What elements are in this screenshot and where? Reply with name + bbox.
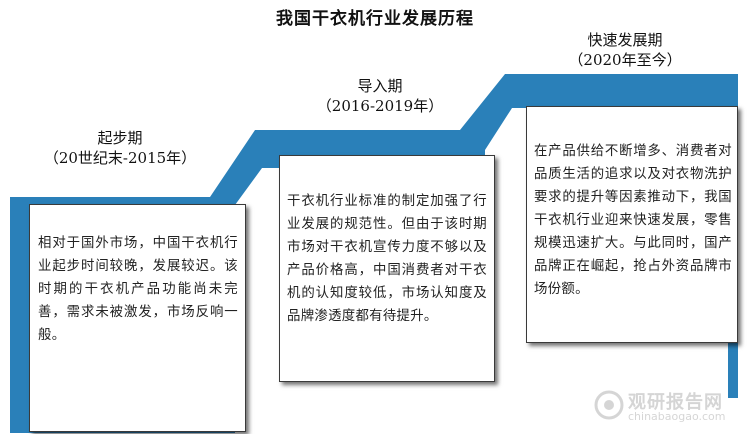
watermark-url: chinabaogao.com [628,410,726,423]
stage-3-heading: 快速发展期 （2020年至今） [545,30,705,70]
diagram-title: 我国干衣机行业发展历程 [276,9,474,29]
stage-2-description: 干衣机行业标准的制定加强了行业发展的规范性。但由于该时期市场对干衣机宣传力度不够… [287,194,487,324]
stage-1-name: 起步期 [97,129,143,147]
stage-1-description: 相对于国外市场，中国干衣机行业起步时间较晚，发展较迟。该时期的干衣机产品功能尚未… [38,236,238,343]
watermark-brand: 观研报告网 [628,392,723,413]
stage-1-heading: 起步期 （20世纪末-2015年） [30,128,210,168]
stage-3-period: （2020年至今） [568,51,682,69]
stage-2-name: 导入期 [357,77,403,95]
stage-2-period: （2016-2019年） [316,97,444,115]
stage-1-period: （20世纪末-2015年） [43,149,197,167]
stage-2-card [279,155,495,382]
brand-logo-icon [594,390,624,420]
stage-2-heading: 导入期 （2016-2019年） [290,76,470,116]
stage-1-card [29,204,246,432]
stage-3-card [526,106,738,343]
stage-3-description: 在产品供给不断增多、消费者对品质生活的追求以及对衣物洗护要求的提升等因素推动下，… [534,144,732,297]
watermark: 观研报告网 chinabaogao.com [590,386,740,426]
stage-3-name: 快速发展期 [587,31,663,49]
